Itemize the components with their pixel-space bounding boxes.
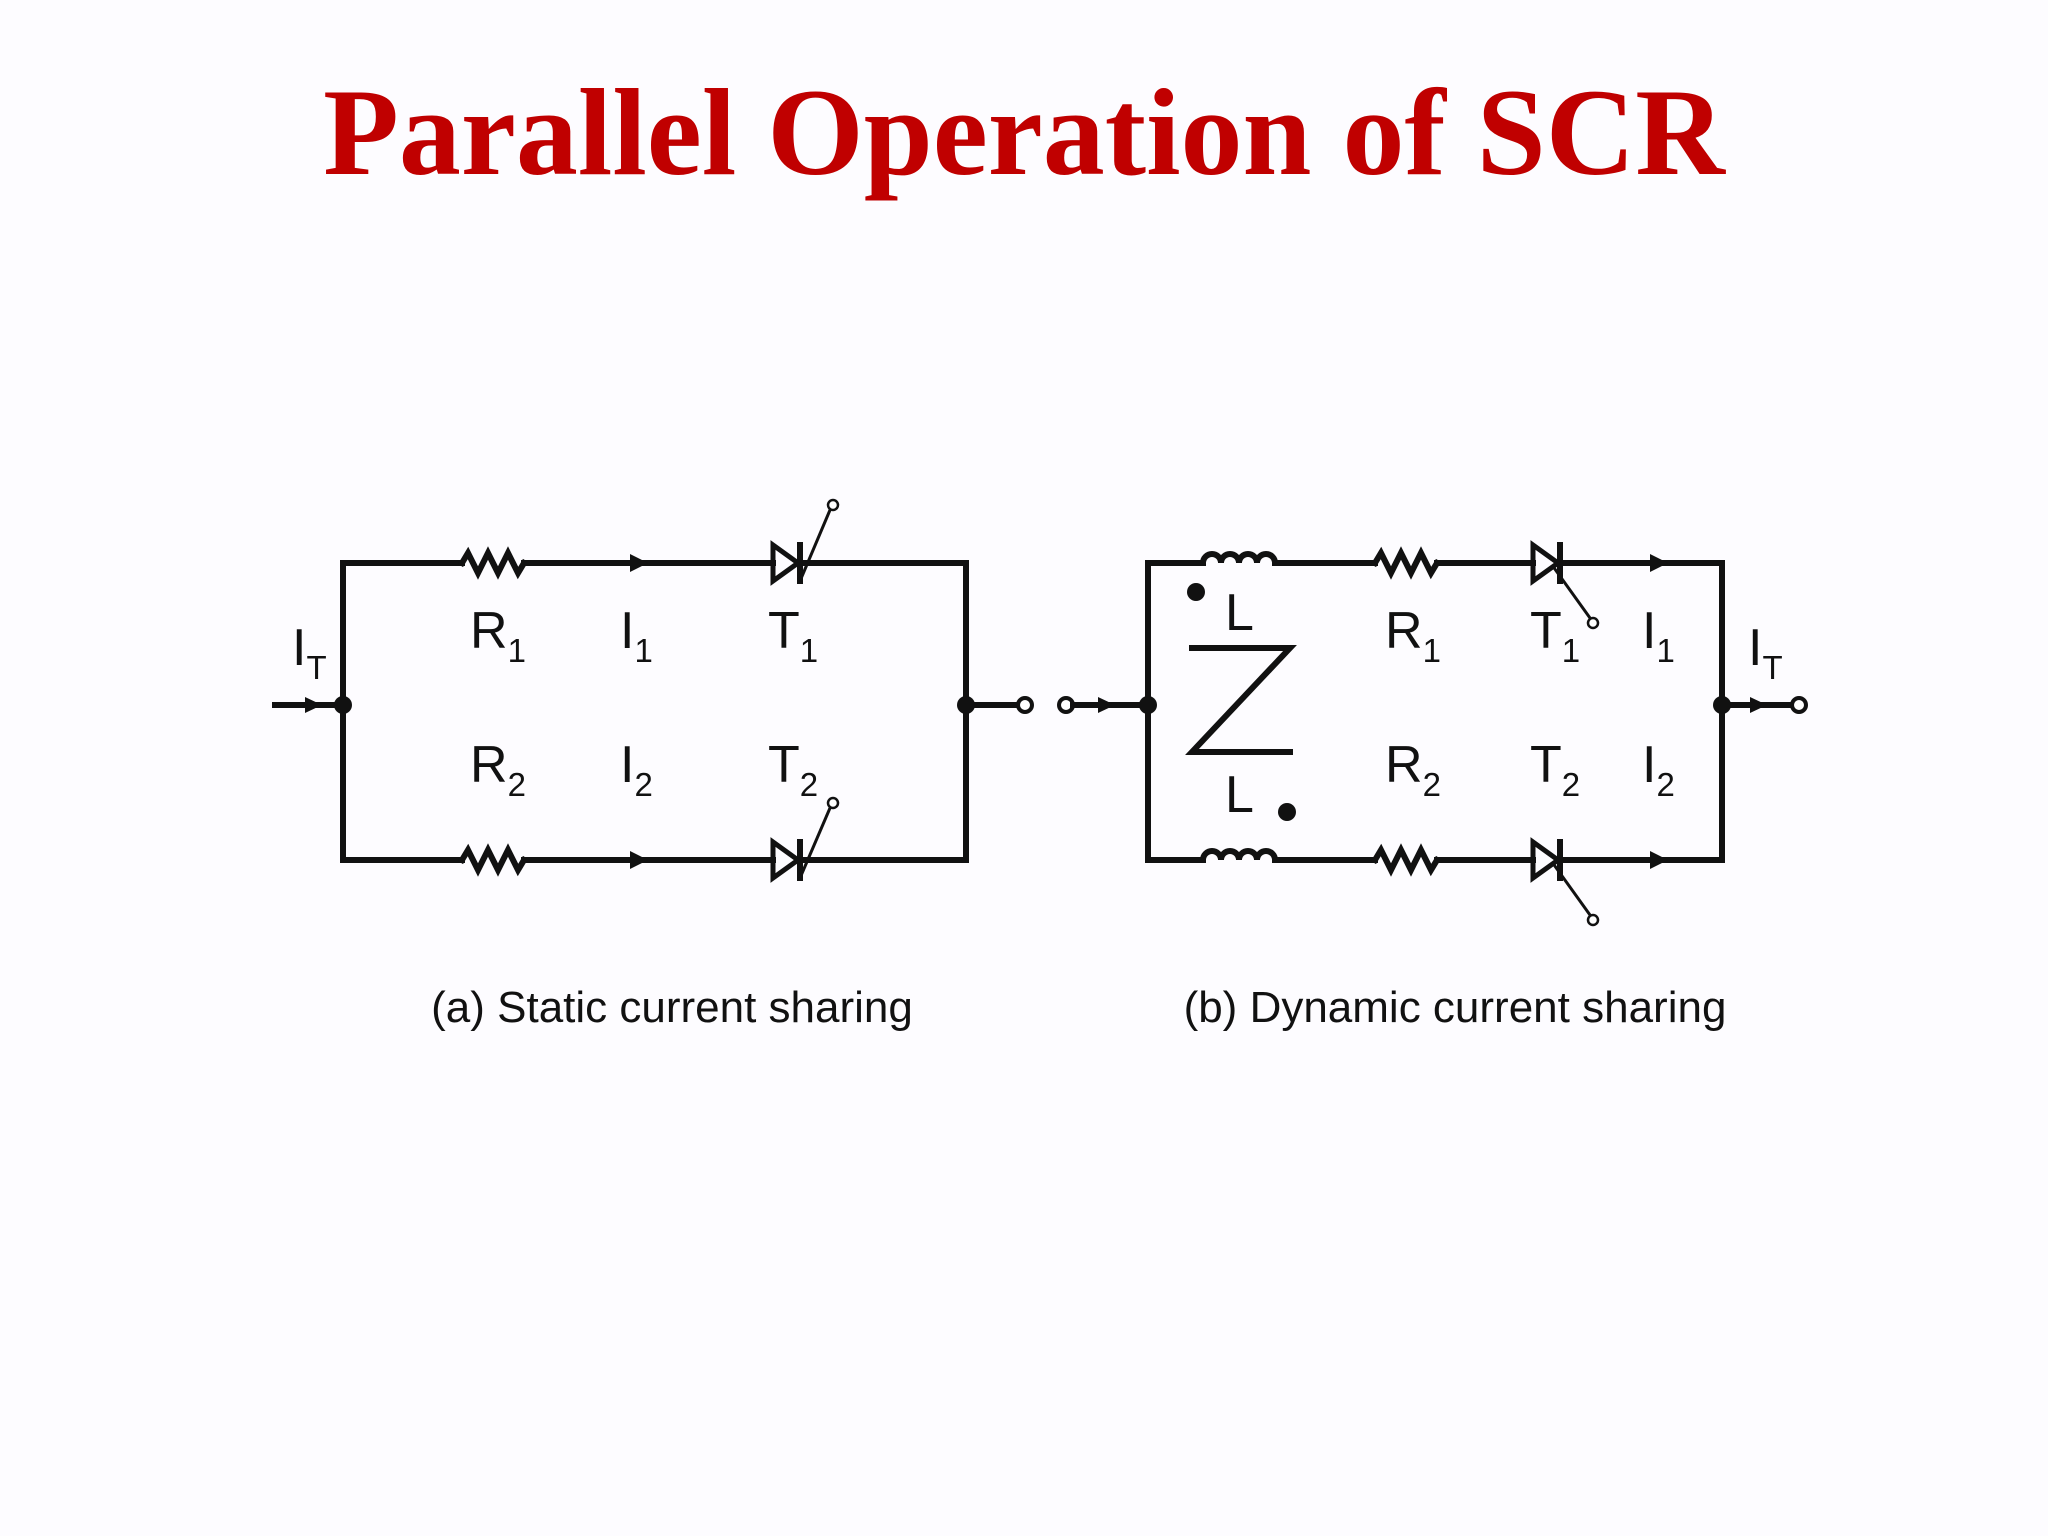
label-t2-b: T2 (1530, 736, 1580, 803)
current-i2-arrow (630, 851, 648, 869)
scr-t2-symbol (770, 837, 803, 883)
label-it-b: IT (1748, 619, 1783, 686)
label-r2-a: R2 (470, 736, 526, 803)
label-t1-b: T1 (1530, 602, 1580, 669)
circuit-b-dynamic: L L R1 T1 I1 R2 T2 I2 IT (b) Dynamic cur… (1057, 540, 1808, 1032)
polarity-dot-bottom (1278, 803, 1296, 821)
resistor-r2-symbol (457, 843, 529, 877)
inductor-l-bottom-symbol (1199, 848, 1279, 864)
current-i1-arrow (630, 554, 648, 572)
current-i1-b-arrow (1650, 554, 1668, 572)
scr-t2-gate (798, 807, 832, 879)
resistor-r1-b-symbol (1370, 546, 1442, 580)
caption-b: (b) Dynamic current sharing (1184, 983, 1727, 1032)
label-t2-a: T2 (768, 736, 818, 803)
polarity-dot-top (1187, 583, 1205, 601)
coupled-core-symbol (1185, 645, 1297, 755)
caption-a: (a) Static current sharing (431, 983, 913, 1032)
label-r1-b: R1 (1385, 602, 1441, 669)
circuit-b-output-arrow (1750, 697, 1767, 713)
label-i1-b: I1 (1642, 602, 1675, 669)
circuit-b-output-terminal (1790, 696, 1808, 714)
current-i2-b-arrow (1650, 851, 1668, 869)
scr-t1-b-symbol (1530, 540, 1563, 586)
scr-t2-b-gate (1550, 861, 1592, 916)
label-r2-b: R2 (1385, 736, 1441, 803)
label-i2-b: I2 (1642, 736, 1675, 803)
label-it-a: IT (292, 619, 327, 686)
scr-t1-gate (798, 509, 832, 582)
inductor-l-top-symbol (1199, 551, 1279, 567)
scr-t1-symbol (770, 540, 803, 586)
resistor-r1-symbol (457, 546, 529, 580)
label-l-bottom: L (1225, 766, 1254, 824)
scr-t1-b-gate (1550, 564, 1592, 619)
label-i1-a: I1 (620, 602, 653, 669)
label-r1-a: R1 (470, 602, 526, 669)
circuit-b-input-arrow (1098, 697, 1115, 713)
slide-title: Parallel Operation of SCR (323, 64, 1725, 201)
resistor-r2-b-symbol (1370, 843, 1442, 877)
label-i2-a: I2 (620, 736, 653, 803)
label-l-top: L (1225, 584, 1254, 642)
scr-t2-b-symbol (1530, 837, 1563, 883)
label-t1-a: T1 (768, 602, 818, 669)
circuit-a-input-arrow (305, 697, 322, 713)
circuit-a-static: IT R1 I1 T1 R2 I2 T2 (a) Static current … (272, 498, 1034, 1032)
circuit-a-output-terminal (1016, 696, 1034, 714)
